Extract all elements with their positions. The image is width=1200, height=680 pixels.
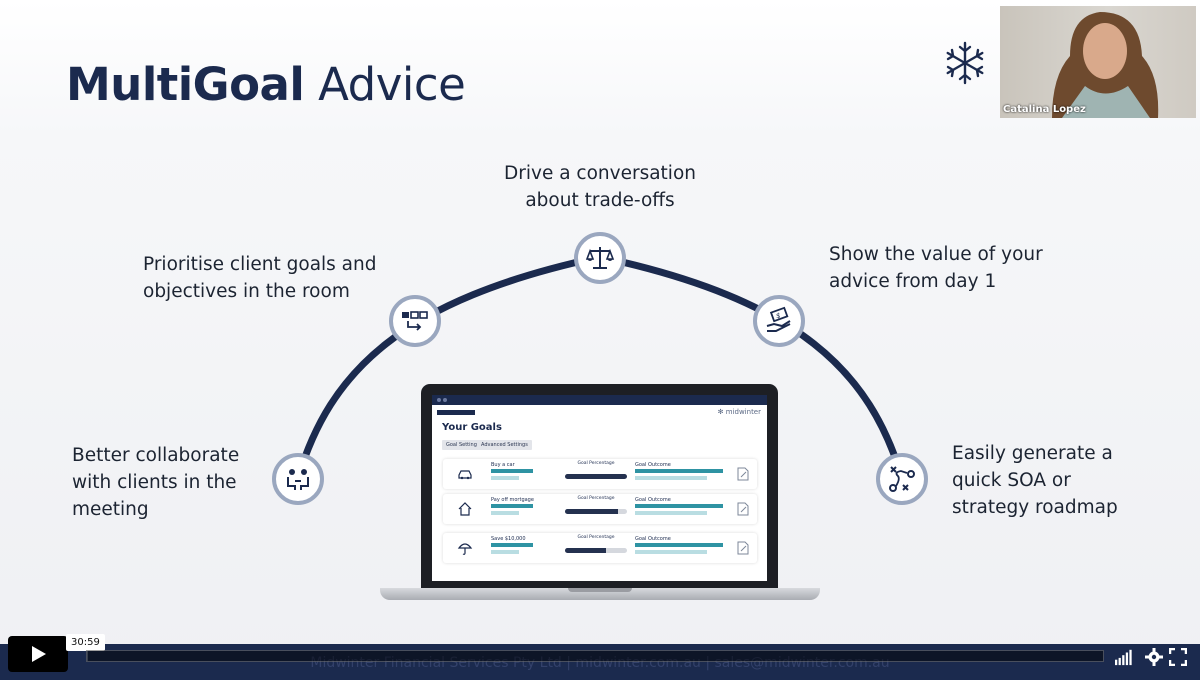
laptop-screen: ✻ midwinter Your Goals Goal Setting Adva…	[421, 384, 778, 590]
window-dot	[437, 398, 441, 402]
prioritise-icon	[402, 311, 428, 331]
caption-line: with clients in the	[72, 472, 237, 493]
outcome-bar	[635, 543, 723, 547]
outcome-bar-secondary	[635, 550, 707, 554]
webcam-overlay: Catalina Lopez	[1000, 6, 1196, 118]
collaborate-node	[272, 453, 324, 505]
caption-soa: Easily generate a quick SOA or strategy …	[952, 440, 1118, 521]
goal-percentage-fill	[565, 509, 618, 514]
goal-row[interactable]: Pay off mortgage Goal Percentage Goal Ou…	[443, 494, 757, 524]
house-icon	[458, 502, 472, 516]
caption-line: Prioritise client goals and	[143, 254, 377, 275]
caption-line: Better collaborate	[72, 445, 240, 466]
goal-percentage-fill	[565, 474, 627, 479]
title-light: Advice	[318, 58, 466, 111]
caption-value: Show the value of your advice from day 1	[829, 241, 1043, 295]
outcome-bar	[635, 469, 723, 473]
caption-collaborate: Better collaborate with clients in the m…	[72, 442, 239, 523]
strategy-icon	[889, 466, 915, 492]
goal-outcome-label: Goal Outcome	[635, 536, 671, 542]
goal-name: Save $10,000	[491, 536, 526, 542]
volume-icon[interactable]	[1115, 648, 1133, 666]
progress-fill	[87, 651, 89, 661]
goal-percentage-label: Goal Percentage	[577, 496, 615, 501]
presenter-video	[1052, 12, 1159, 118]
goal-bar-secondary	[491, 511, 519, 515]
app-header-strip	[437, 410, 475, 415]
outcome-bar-secondary	[635, 476, 707, 480]
umbrella-icon	[457, 543, 473, 555]
goal-name: Pay off mortgage	[491, 497, 534, 503]
outcome-bar	[635, 504, 723, 508]
tradeoffs-node	[574, 232, 626, 284]
goal-percentage-bar	[565, 509, 627, 514]
caption-prioritise: Prioritise client goals and objectives i…	[143, 251, 377, 305]
goal-bar-secondary	[491, 550, 519, 554]
goal-percentage-label: Goal Percentage	[577, 461, 615, 466]
scales-icon	[585, 247, 615, 269]
goal-bar-secondary	[491, 476, 519, 480]
caption-line: meeting	[72, 499, 149, 520]
outcome-bar-secondary	[635, 511, 707, 515]
goal-bar	[491, 469, 533, 473]
goals-app: ✻ midwinter Your Goals Goal Setting Adva…	[432, 395, 767, 581]
slide-title: MultiGoal Advice	[66, 58, 466, 111]
caption-tradeoffs: Drive a conversation about trade-offs	[500, 160, 700, 214]
caption-line: strategy roadmap	[952, 497, 1118, 518]
tab-goal-setting[interactable]: Goal Setting	[442, 440, 481, 450]
goal-percentage-bar	[565, 548, 627, 553]
meeting-icon	[287, 469, 309, 490]
goal-row[interactable]: Save $10,000 Goal Percentage Goal Outcom…	[443, 533, 757, 563]
goal-bar	[491, 504, 533, 508]
tab-advanced-settings[interactable]: Advanced Settings	[477, 440, 532, 450]
caption-line: Drive a conversation	[504, 163, 696, 184]
goal-bar	[491, 543, 533, 547]
goal-percentage-label: Goal Percentage	[577, 535, 615, 540]
app-logo-text: midwinter	[725, 408, 761, 416]
laptop-notch	[568, 588, 632, 592]
fullscreen-icon[interactable]	[1169, 648, 1187, 666]
app-title: Your Goals	[442, 422, 502, 433]
goal-row[interactable]: Buy a car Goal Percentage Goal Outcome	[443, 459, 757, 489]
caption-line: about trade-offs	[525, 190, 675, 211]
window-dot	[443, 398, 447, 402]
goal-percentage-bar	[565, 474, 627, 479]
play-icon	[32, 646, 46, 662]
app-window-bar	[432, 395, 767, 405]
play-button[interactable]	[8, 636, 68, 672]
svg-text:$: $	[776, 312, 780, 320]
goal-percentage-fill	[565, 548, 606, 553]
caption-line: objectives in the room	[143, 281, 350, 302]
goal-outcome-label: Goal Outcome	[635, 497, 671, 503]
caption-line: Easily generate a	[952, 443, 1113, 464]
caption-line: Show the value of your	[829, 244, 1043, 265]
soa-node	[876, 453, 928, 505]
settings-gear-icon[interactable]	[1145, 648, 1163, 666]
snowflake-logo-icon	[946, 41, 984, 85]
timecode: 30:59	[66, 634, 105, 651]
presenter-name: Catalina Lopez	[1003, 104, 1086, 115]
caption-line: advice from day 1	[829, 271, 997, 292]
edit-icon[interactable]	[737, 541, 749, 555]
value-node: $	[753, 295, 805, 347]
app-logo: ✻ midwinter	[717, 408, 761, 416]
progress-scrubber[interactable]	[86, 650, 1104, 662]
laptop-base	[380, 588, 820, 600]
edit-icon[interactable]	[737, 502, 749, 516]
goal-outcome-label: Goal Outcome	[635, 462, 671, 468]
prioritise-node	[389, 295, 441, 347]
goal-name: Buy a car	[491, 462, 515, 468]
car-icon	[458, 470, 472, 480]
caption-line: quick SOA or	[952, 470, 1071, 491]
money-hand-icon: $	[766, 306, 791, 332]
edit-icon[interactable]	[737, 467, 749, 481]
title-bold: MultiGoal	[66, 58, 305, 111]
